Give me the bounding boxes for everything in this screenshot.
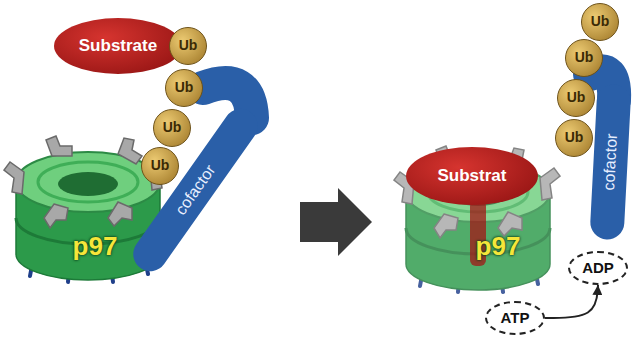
node-text: p97 xyxy=(476,232,521,261)
node-text: Ub xyxy=(567,90,586,105)
node-text: Substrat xyxy=(438,167,507,186)
node-text: Substrate xyxy=(79,37,157,56)
p97-hexamer xyxy=(394,146,560,292)
node-text: Ub xyxy=(175,80,194,95)
node-text: ATP xyxy=(501,310,530,327)
nucleotide-bubble: ATP xyxy=(485,301,545,335)
substrate-blob: Substrat xyxy=(406,147,538,205)
node-text: Ub xyxy=(179,38,198,53)
ubiquitin-bead: Ub xyxy=(555,119,593,157)
ubiquitin-bead: Ub xyxy=(165,69,203,107)
ubiquitin-bead: Ub xyxy=(581,3,619,41)
node-text: Ub xyxy=(163,120,182,135)
node-text: p97 xyxy=(73,232,118,261)
p97-label: p97 xyxy=(55,228,135,264)
substrate-blob: Substrate xyxy=(54,18,182,74)
node-text: ADP xyxy=(582,260,614,277)
reaction-arrow xyxy=(545,285,598,318)
cofactor-band: cofactor xyxy=(589,84,631,241)
ubiquitin-bead: Ub xyxy=(557,79,595,117)
p97-label: p97 xyxy=(458,228,538,264)
node-text: Ub xyxy=(591,14,610,29)
ubiquitin-bead: Ub xyxy=(141,147,179,185)
ubiquitin-bead: Ub xyxy=(169,27,207,65)
node-text: Ub xyxy=(575,50,594,65)
nucleotide-bubble: ADP xyxy=(568,251,628,285)
ubiquitin-bead: Ub xyxy=(153,109,191,147)
ubiquitin-bead: Ub xyxy=(565,39,603,77)
node-text: Ub xyxy=(565,130,584,145)
transition-arrow xyxy=(300,188,372,256)
node-text: cofactor xyxy=(600,133,621,191)
node-text: Ub xyxy=(151,158,170,173)
